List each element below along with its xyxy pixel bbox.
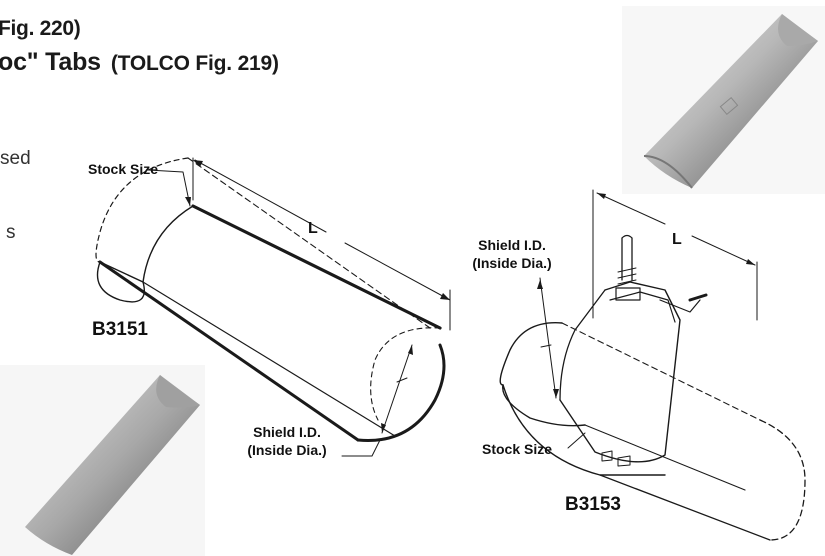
shield-photo-top-icon [622, 6, 825, 194]
shield-photo-bottom-icon [0, 365, 205, 556]
shield-id-line1-right: Shield I.D. [478, 237, 546, 253]
product-photo-top [622, 6, 825, 194]
shield-b3151-drawing [95, 157, 451, 457]
model-label-b3151: B3151 [92, 319, 148, 340]
text-fragment-2: s [6, 222, 16, 243]
shield-id-line2-right: (Inside Dia.) [472, 255, 552, 271]
shield-b3153-drawing [499, 189, 806, 541]
header-figure-ref: Fig. 220) [0, 17, 81, 40]
shield-id-label-right: Shield I.D. (Inside Dia.) [452, 236, 572, 272]
text-fragment-1: sed [0, 148, 31, 169]
shield-id-line2-left: (Inside Dia.) [247, 442, 327, 458]
header-title: oc" Tabs (TOLCO Fig. 219) [0, 48, 279, 77]
shield-id-label-left: Shield I.D. (Inside Dia.) [227, 423, 347, 459]
model-label-b3153: B3153 [565, 494, 621, 515]
header-title-figure: (TOLCO Fig. 219) [110, 52, 279, 75]
shield-id-line1-left: Shield I.D. [253, 424, 321, 440]
length-label-left: L [308, 220, 318, 237]
header-title-main: oc" Tabs [0, 48, 101, 76]
product-photo-bottom [0, 365, 205, 556]
stock-size-label-right: Stock Size [482, 441, 553, 457]
stock-size-label-left: Stock Size [88, 161, 159, 177]
length-label-right: L [672, 231, 682, 248]
